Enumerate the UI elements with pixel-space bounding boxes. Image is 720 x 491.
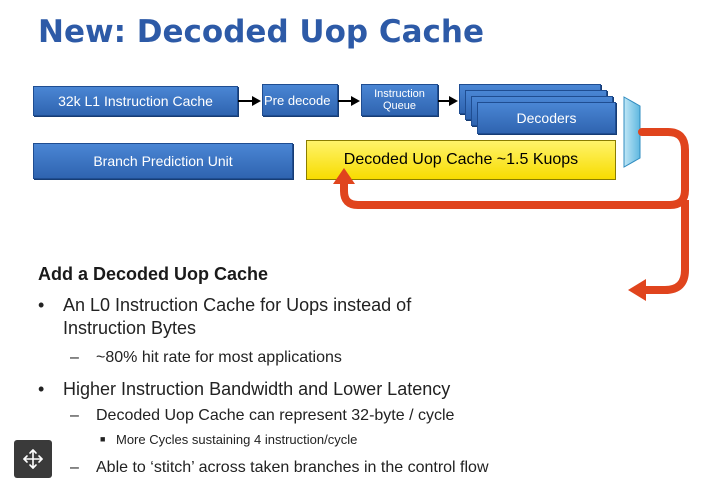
sub-bullet-1-text: ~80% hit rate for most applications <box>96 349 342 366</box>
sub-bullet-1: –~80% hit rate for most applications <box>70 349 342 367</box>
move-icon <box>23 449 43 469</box>
bullet-dot-icon: • <box>38 379 45 399</box>
instruction-queue-label-line1: Instruction <box>374 88 425 100</box>
decoders-box: Decoders <box>477 102 616 134</box>
arrow-queue-to-decoders <box>438 96 458 106</box>
instruction-queue-box: Instruction Queue <box>361 84 438 116</box>
decoders-label: Decoders <box>516 110 577 126</box>
bullet-1-continuation: Instruction Bytes <box>63 318 197 338</box>
mux-shape <box>623 96 641 168</box>
sub-bullet-2-text: Decoded Uop Cache can represent 32-byte … <box>96 407 455 424</box>
sub-bullet-2: –Decoded Uop Cache can represent 32-byte… <box>70 407 454 425</box>
move-button[interactable] <box>14 440 52 478</box>
sub-sub-bullet-1-text: More Cycles sustaining 4 instruction/cyc… <box>116 432 358 447</box>
uop-cache-arrow-head <box>333 168 355 184</box>
dash-icon: – <box>70 407 79 424</box>
section-heading: Add a Decoded Uop Cache <box>38 264 269 284</box>
square-bullet-icon: ■ <box>100 434 106 444</box>
dash-icon: – <box>70 459 79 476</box>
arrow-l1-to-predecode <box>238 96 261 106</box>
branch-prediction-unit-box: Branch Prediction Unit <box>33 143 293 179</box>
instruction-queue-label-line2: Queue <box>382 100 417 112</box>
output-arrow-head <box>628 279 646 301</box>
pre-decode-label: Pre decode <box>264 92 331 108</box>
bullet-1: • An L0 Instruction Cache for Uops instea… <box>38 295 411 316</box>
slide-title: New: Decoded Uop Cache <box>38 14 485 50</box>
bullet-2-text: Higher Instruction Bandwidth and Lower L… <box>63 379 451 399</box>
arrow-predecode-to-queue <box>338 96 360 106</box>
dash-icon: – <box>70 349 79 366</box>
l1-instruction-cache-label: 32k L1 Instruction Cache <box>58 93 213 109</box>
decoded-uop-cache-box: Decoded Uop Cache ~1.5 Kuops <box>306 140 616 180</box>
branch-prediction-unit-label: Branch Prediction Unit <box>93 153 233 169</box>
bullet-2: • Higher Instruction Bandwidth and Lower … <box>38 379 450 400</box>
sub-bullet-3: –Able to ‘stitch’ across taken branches … <box>70 459 489 477</box>
bullet-dot-icon: • <box>38 295 45 315</box>
sub-sub-bullet-1: ■ More Cycles sustaining 4 instruction/cy… <box>100 432 357 447</box>
l1-instruction-cache-box: 32k L1 Instruction Cache <box>33 86 238 116</box>
decoded-uop-cache-label: Decoded Uop Cache ~1.5 Kuops <box>343 151 579 168</box>
sub-bullet-3-text: Able to ‘stitch’ across taken branches i… <box>96 459 489 476</box>
bullet-1-text: An L0 Instruction Cache for Uops instead… <box>63 295 412 315</box>
output-arrow <box>644 200 689 294</box>
pre-decode-box: Pre decode <box>262 84 338 116</box>
